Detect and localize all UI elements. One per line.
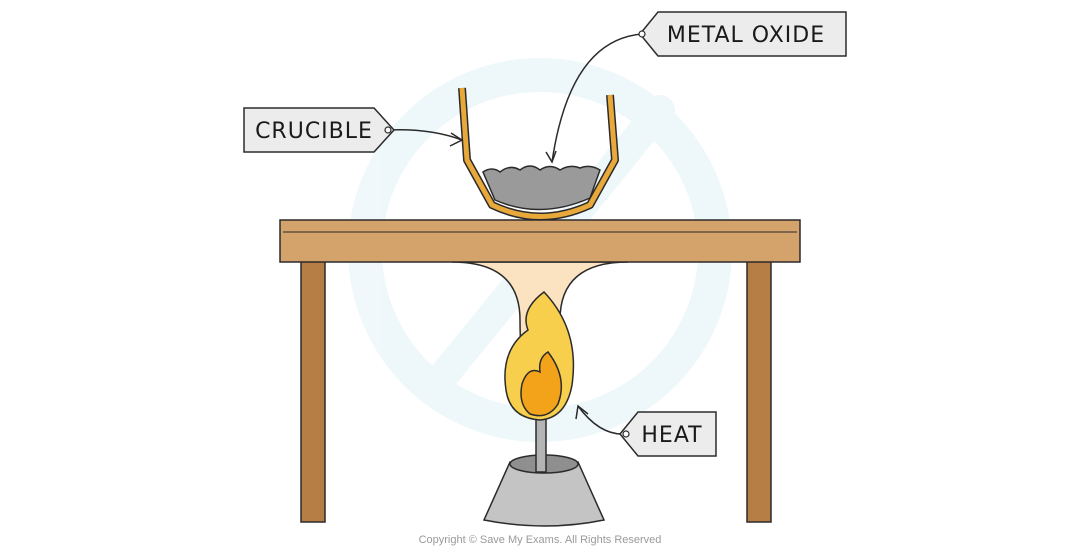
label-tag-metal-oxide: METAL OXIDE [638,11,847,57]
pointer-lines [387,33,643,435]
table-top [279,219,801,263]
crucible [458,87,619,221]
table-leg-right [746,257,772,523]
label-tag-heat: HEAT [619,411,717,457]
copyright-notice: Copyright © Save My Exams. All Rights Re… [418,534,662,546]
metal-oxide-label: METAL OXIDE [667,23,825,48]
label-tag-crucible: CRUCIBLE [243,107,396,153]
bunsen-burner [482,417,606,527]
crucible-label: CRUCIBLE [255,119,373,144]
metal-oxide-powder [482,165,601,211]
flame [504,290,575,421]
table-leg-left [300,257,326,523]
heat-label: HEAT [641,423,702,448]
